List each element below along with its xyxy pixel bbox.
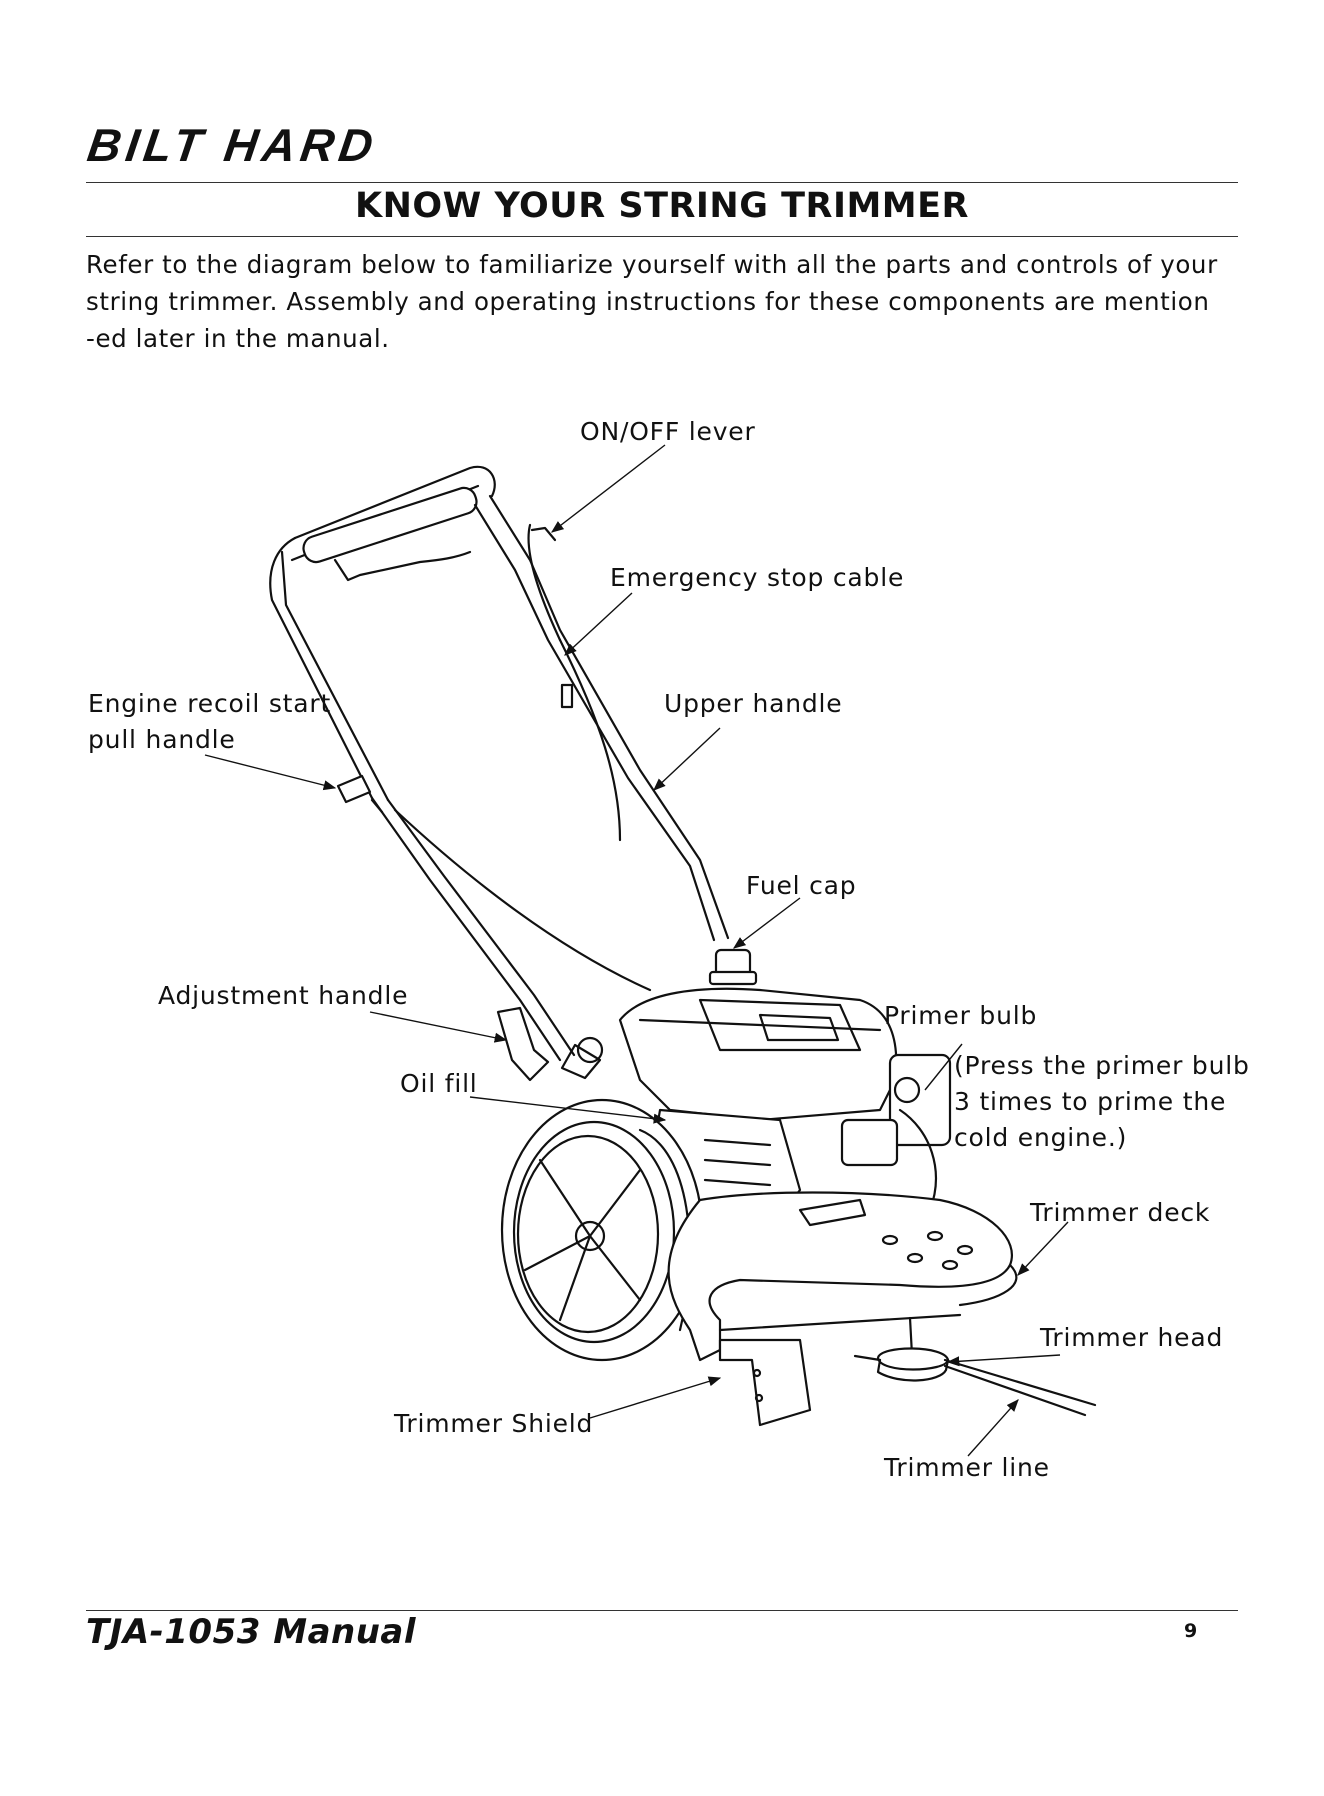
leader-adjust (369, 1011, 508, 1043)
header-rule (86, 182, 1238, 183)
leader-shield (589, 1376, 722, 1419)
leader-head (946, 1354, 1061, 1367)
label-emergency-stop-cable: Emergency stop cable (610, 563, 905, 592)
primer-note-line-3: cold engine.) (954, 1123, 1128, 1152)
leader-line (967, 1399, 1019, 1457)
intro-line-1: Refer to the diagram below to familiariz… (86, 250, 1218, 279)
trimmer-illustration (269, 465, 1097, 1427)
leader-lines (204, 444, 1069, 1457)
label-primer-note: (Press the primer bulb 3 times to prime … (954, 1048, 1250, 1156)
label-primer-bulb: Primer bulb (884, 1001, 1038, 1030)
label-trimmer-deck: Trimmer deck (1030, 1198, 1211, 1227)
leader-recoil (204, 754, 337, 791)
footer-rule (86, 1610, 1238, 1611)
label-upper-handle: Upper handle (664, 689, 843, 718)
label-fuel-cap: Fuel cap (746, 871, 857, 900)
label-on-off-lever: ON/OFF lever (580, 417, 756, 446)
intro-line-3: -ed later in the manual. (86, 324, 390, 353)
intro-line-2: string trimmer. Assembly and operating i… (86, 287, 1210, 316)
intro-paragraph: Refer to the diagram below to familiariz… (86, 246, 1246, 357)
leader-emergency (564, 592, 633, 656)
label-engine-recoil-line-1: Engine recoil start (88, 689, 332, 718)
label-engine-recoil: Engine recoil start pull handle (88, 686, 331, 758)
label-adjustment-handle: Adjustment handle (158, 981, 409, 1010)
label-trimmer-head: Trimmer head (1040, 1323, 1224, 1352)
label-trimmer-shield: Trimmer Shield (394, 1409, 594, 1438)
title-rule (86, 236, 1238, 237)
label-engine-recoil-line-2: pull handle (88, 725, 236, 754)
leader-deck (1017, 1221, 1069, 1276)
label-oil-fill: Oil fill (400, 1069, 478, 1098)
leader-upper (653, 727, 721, 791)
footer-manual-title: TJA-1053 Manual (86, 1612, 417, 1652)
page-number: 9 (1184, 1620, 1198, 1642)
label-trimmer-line: Trimmer line (884, 1453, 1050, 1482)
leader-oil (469, 1096, 667, 1124)
primer-note-line-1: (Press the primer bulb (954, 1051, 1250, 1080)
leader-fuel (732, 897, 801, 949)
page-title: KNOW YOUR STRING TRIMMER (355, 186, 969, 226)
leader-primer (924, 1043, 963, 1091)
leader-on-off (551, 444, 666, 533)
primer-note-line-2: 3 times to prime the (954, 1087, 1227, 1116)
